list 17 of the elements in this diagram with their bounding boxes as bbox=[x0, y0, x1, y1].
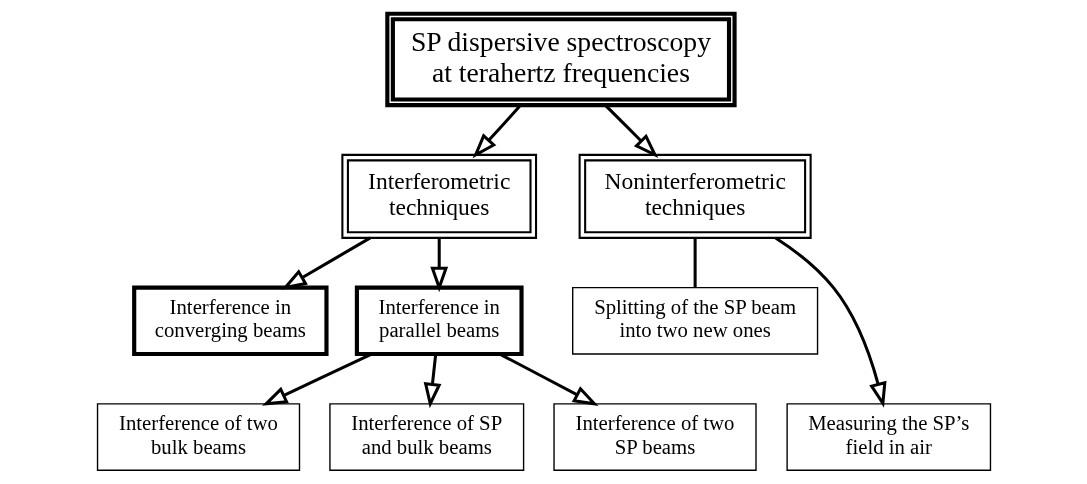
arrow bbox=[774, 236, 886, 408]
node-box: Interferometric techniques bbox=[340, 153, 537, 239]
arrow bbox=[280, 236, 371, 290]
arrow bbox=[423, 354, 441, 409]
arrow bbox=[603, 104, 658, 159]
node-box: Interference of SP and bulk beams bbox=[328, 403, 524, 471]
node-box: SP dispersive spectroscopy at terahertz frequencies bbox=[384, 11, 737, 108]
node-box: Noninterferometric techniques bbox=[578, 153, 812, 239]
node-box: Interference in parallel beams bbox=[354, 285, 524, 357]
arrow bbox=[429, 238, 448, 293]
node-box: Measuring the SP’s field in air bbox=[785, 403, 991, 471]
node-box: Splitting of the SP beam into two new ones bbox=[571, 286, 818, 355]
connector bbox=[693, 238, 697, 288]
node-box: Interference of two SP beams bbox=[552, 403, 757, 471]
node-box: Interference in converging beams bbox=[131, 285, 329, 357]
node-box: Interference of two bulk beams bbox=[96, 403, 300, 471]
arrow bbox=[472, 104, 522, 159]
